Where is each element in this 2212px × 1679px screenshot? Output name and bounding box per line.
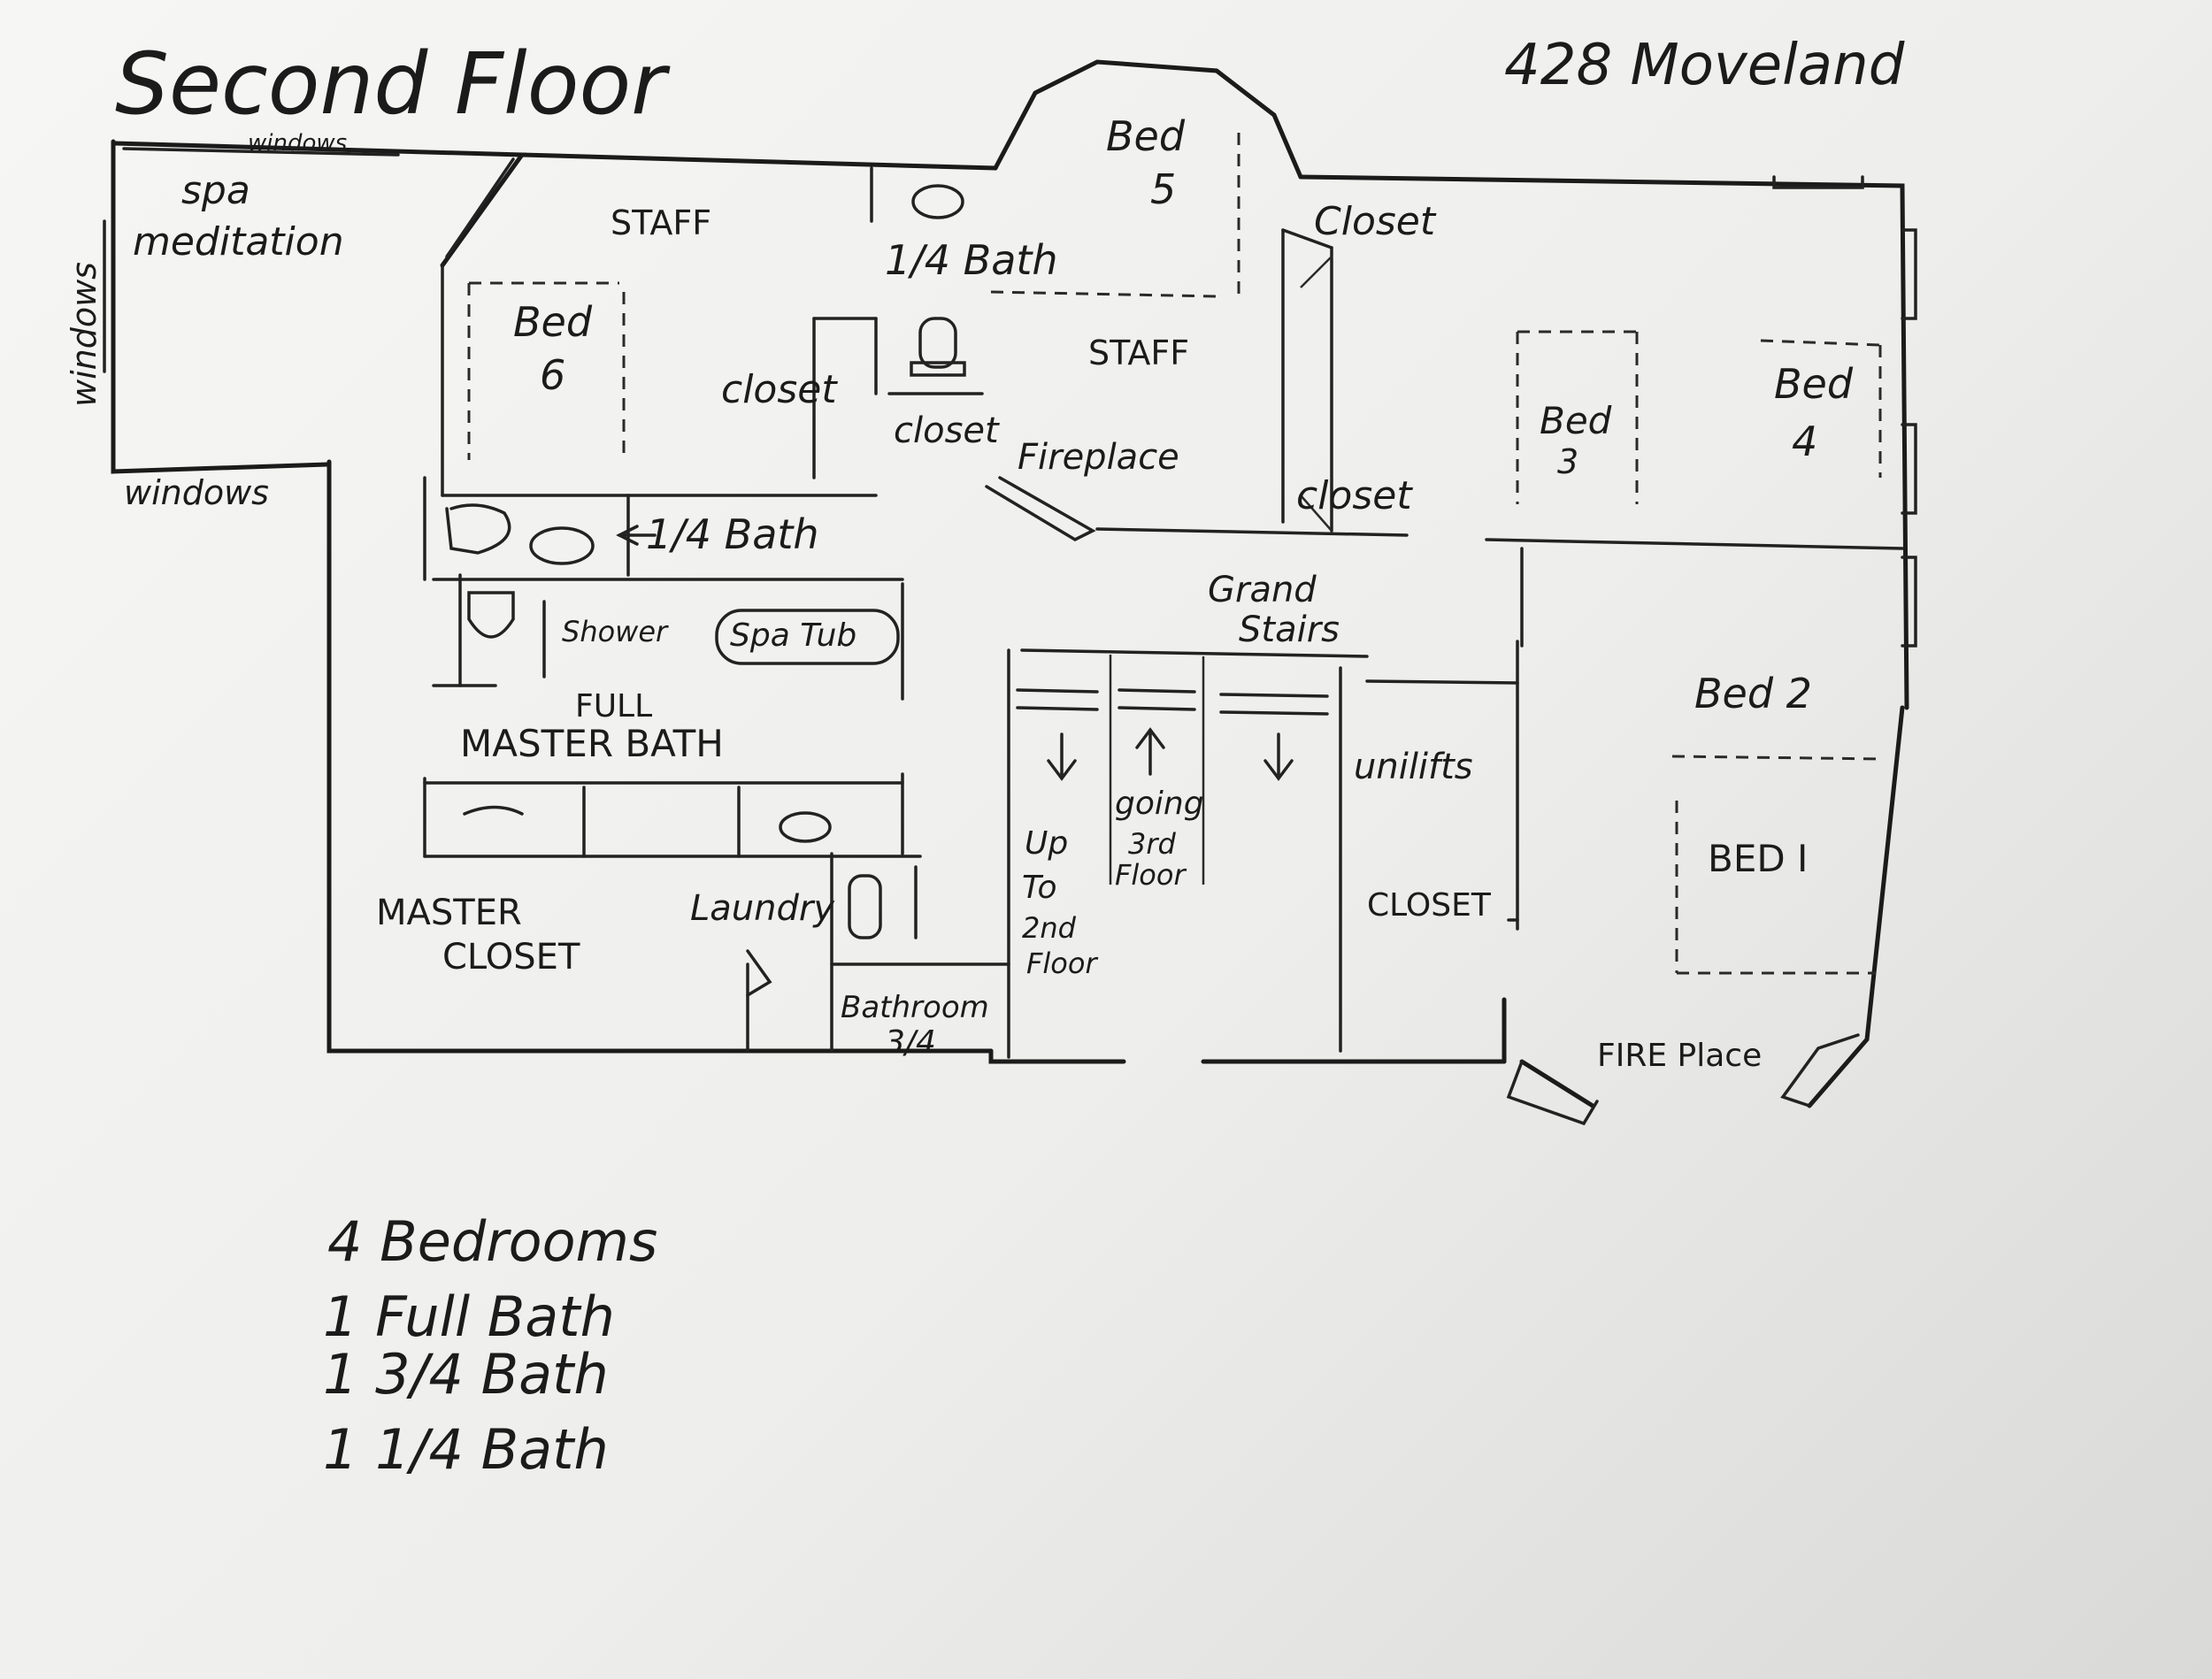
summary-quarter-bath: 1 1/4 Bath xyxy=(323,1417,609,1482)
going-3rd-label-1: going xyxy=(1115,786,1204,822)
stair-arrows xyxy=(616,525,1294,997)
closet-label-3: closet xyxy=(894,410,1000,451)
outer-walls xyxy=(111,59,1909,1126)
toilet-icon xyxy=(445,503,511,555)
interior-walls xyxy=(423,133,1904,1059)
shower-label: Shower xyxy=(562,615,669,648)
bed2-label: Bed 2 xyxy=(1694,670,1812,717)
bathroom-label: Bathroom xyxy=(841,990,989,1025)
toilet-icon xyxy=(918,317,957,369)
closet-label-2: closet xyxy=(721,367,838,412)
sink-icon xyxy=(779,811,832,843)
grand-stairs-label-2: Stairs xyxy=(1239,610,1340,650)
closet-label-1: Closet xyxy=(1314,199,1437,244)
spa-tub-icon xyxy=(715,609,900,665)
staff-label-1: STAFF xyxy=(611,203,711,242)
bed4-label: Bed xyxy=(1774,360,1854,408)
spa-label: spa xyxy=(181,168,250,213)
fireplace-label-1: Fireplace xyxy=(1018,437,1179,478)
quarter-bath-label-2: 1/4 Bath xyxy=(646,510,819,558)
unilifts-label: unilifts xyxy=(1354,747,1473,787)
bed1-label: BED I xyxy=(1708,837,1808,880)
full-bath-label: FULL xyxy=(575,688,652,724)
windows-side-label: windows xyxy=(65,262,104,407)
master-closet-label-1: MASTER xyxy=(376,893,522,933)
tub-icon xyxy=(848,874,882,939)
summary-three-quarter-bath: 1 3/4 Bath xyxy=(323,1342,609,1407)
closet-label-4: closet xyxy=(1296,473,1413,518)
bed6-number: 6 xyxy=(540,351,565,399)
up-to-2nd-label-4: Floor xyxy=(1026,947,1098,980)
laundry-label: Laundry xyxy=(690,888,835,929)
page-title: Second Floor xyxy=(115,34,671,134)
master-closet-label-2: CLOSET xyxy=(442,937,580,978)
spa-meditation-label: meditation xyxy=(133,219,344,264)
windows-top-label: windows xyxy=(248,130,347,157)
going-3rd-label-2: 3rd xyxy=(1128,827,1177,861)
summary-list: 4 Bedrooms 1 Full Bath 1 3/4 Bath 1 1/4 … xyxy=(323,1209,657,1482)
bed3-label: Bed xyxy=(1540,399,1612,442)
up-to-2nd-label-3: 2nd xyxy=(1022,911,1077,945)
closet-label-5: CLOSET xyxy=(1367,887,1492,924)
quarter-bath-label-1: 1/4 Bath xyxy=(885,236,1058,284)
room-labels: spa meditation windows windows windows S… xyxy=(65,112,1854,1074)
sink-icon xyxy=(529,526,595,565)
sink-icon xyxy=(911,184,964,219)
grand-stairs-label-1: Grand xyxy=(1208,570,1317,610)
up-to-2nd-label-2: To xyxy=(1022,870,1057,906)
bed6-label: Bed xyxy=(513,298,593,346)
bed5-number: 5 xyxy=(1150,165,1176,213)
spa-tub-label: Spa Tub xyxy=(730,617,856,654)
going-3rd-label-3: Floor xyxy=(1115,858,1187,892)
bed4-number: 4 xyxy=(1792,418,1817,465)
summary-bedrooms: 4 Bedrooms xyxy=(327,1209,657,1274)
windows-bottom-label: windows xyxy=(124,473,269,512)
bed5-label: Bed xyxy=(1106,112,1186,160)
fireplace-label-2: FIRE Place xyxy=(1597,1038,1762,1074)
window-marks xyxy=(103,147,1917,648)
fixtures xyxy=(445,184,966,939)
bed3-number: 3 xyxy=(1557,442,1578,481)
master-bath-label: MASTER BATH xyxy=(460,722,724,765)
up-to-2nd-label-1: Up xyxy=(1025,825,1068,862)
staff-label-2: STAFF xyxy=(1088,334,1189,372)
toilet-icon xyxy=(467,591,515,639)
bathroom-size: 3/4 xyxy=(885,1024,936,1061)
summary-full-bath: 1 Full Bath xyxy=(323,1284,615,1349)
address: 428 Moveland xyxy=(1504,33,1905,98)
